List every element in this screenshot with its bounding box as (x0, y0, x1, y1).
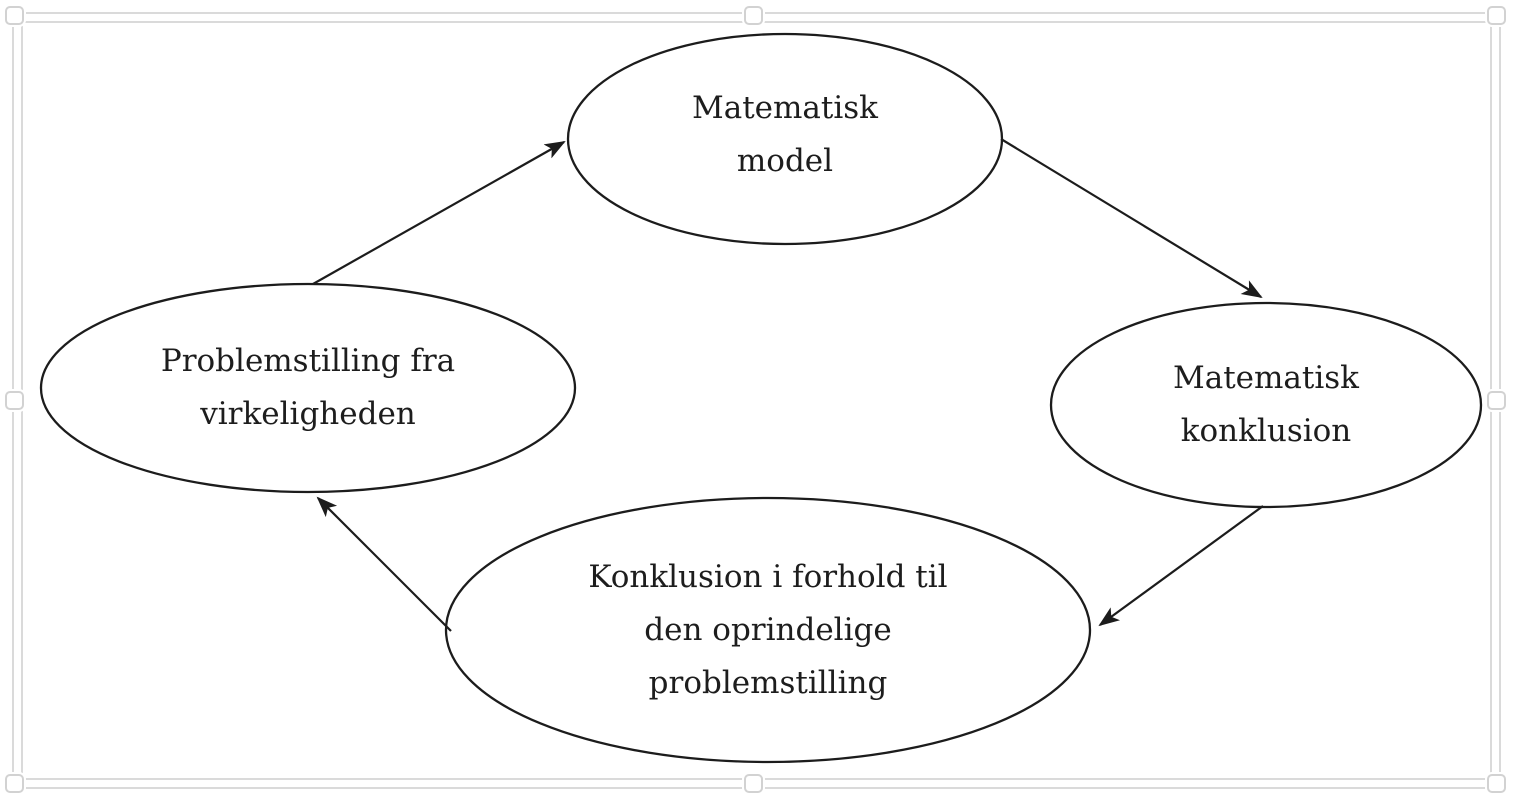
node-konklusion-i-forhold[interactable] (444, 496, 1092, 764)
node-matematisk-model[interactable] (566, 32, 1004, 246)
arrow-bottom-to-left (316, 496, 452, 632)
resize-handle-top-left[interactable] (5, 6, 24, 25)
resize-handle-bottom-left[interactable] (5, 774, 24, 793)
resize-handle-middle-left[interactable] (5, 391, 24, 410)
node-matematisk-konklusion[interactable] (1049, 301, 1483, 509)
arrow-left-to-top (312, 141, 566, 285)
resize-handle-bottom-right[interactable] (1487, 774, 1506, 793)
resize-handle-top-right[interactable] (1487, 6, 1506, 25)
resize-handle-bottom-middle[interactable] (744, 774, 763, 793)
resize-handle-top-middle[interactable] (744, 6, 763, 25)
arrow-top-to-right (1000, 138, 1263, 299)
node-problemstilling-fra-virkeligheden[interactable] (39, 282, 577, 494)
arrow-right-to-bottom (1098, 505, 1264, 627)
resize-handle-middle-right[interactable] (1487, 391, 1506, 410)
